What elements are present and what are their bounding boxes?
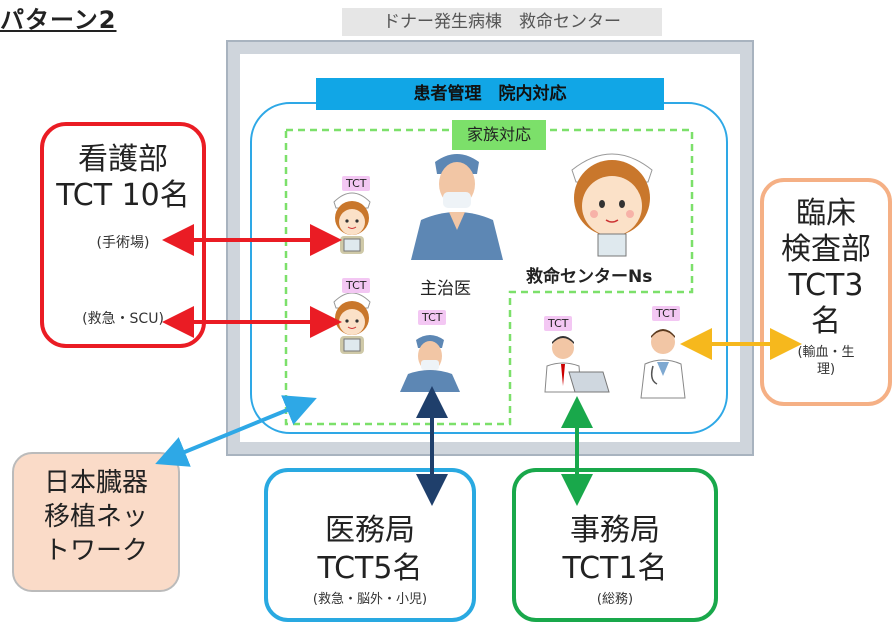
admin-office-box: 事務局 TCT1名 (総務) [512, 468, 718, 622]
family-label: 家族対応 [452, 120, 546, 150]
jot-line-2: 移植ネッ [43, 502, 148, 532]
jot-box: 日本臓器 移植ネッ トワーク [12, 452, 180, 592]
medical-tct-count: TCT5名 [317, 551, 423, 586]
pattern-title: パターン2 [0, 6, 117, 34]
medical-surgeon-icon [400, 335, 460, 392]
admin-tct-count: TCT1名 [562, 551, 668, 586]
nursing-title: 看護部 [78, 142, 168, 177]
lab-title-1: 臨床 [796, 196, 856, 231]
jot-line-3: トワーク [43, 536, 148, 566]
attending-doctor-caption: 主治医 [420, 279, 471, 299]
nursing-note-er: (救急・SCU) [82, 311, 164, 327]
ec-nurse-caption: 救命センターNs [526, 267, 653, 287]
tct-badge-nurse-2: TCT [342, 278, 371, 293]
lab-note-1: (輸血・生 [797, 345, 855, 360]
lab-tct-unit: 名 [811, 304, 841, 339]
nursing-note-or: (手術場) [96, 235, 150, 251]
nurse-icon-2 [333, 292, 371, 354]
lab-dept-box: 臨床 検査部 TCT3 名 (輸血・生 理) [760, 178, 892, 406]
lab-note-2: 理) [816, 362, 836, 377]
medical-title: 医務局 [325, 513, 415, 548]
arrow-jot [155, 395, 317, 467]
patient-management-bar: 患者管理 院内対応 [316, 78, 664, 110]
attending-doctor-icon [411, 154, 503, 260]
medical-note: (救急・脳外・小児) [312, 592, 428, 607]
tct-badge-doctor: TCT [652, 306, 681, 321]
nurse-icon-1 [333, 192, 371, 254]
jot-line-1: 日本臓器 [43, 468, 148, 498]
admin-title: 事務局 [570, 513, 660, 548]
tct-badge-office: TCT [544, 316, 573, 331]
office-worker-icon [544, 336, 610, 393]
lab-doctor-icon [640, 329, 686, 399]
nursing-tct-count: TCT 10名 [56, 178, 190, 213]
tct-badge-surgeon: TCT [418, 310, 447, 325]
tct-badge-nurse-1: TCT [342, 176, 371, 191]
building-label: ドナー発生病棟 救命センター [342, 8, 662, 36]
lab-title-2: 検査部 [781, 232, 871, 267]
lab-tct-count: TCT3 [788, 268, 864, 303]
ec-nurse-icon [571, 153, 653, 257]
admin-note: (総務) [596, 592, 634, 607]
